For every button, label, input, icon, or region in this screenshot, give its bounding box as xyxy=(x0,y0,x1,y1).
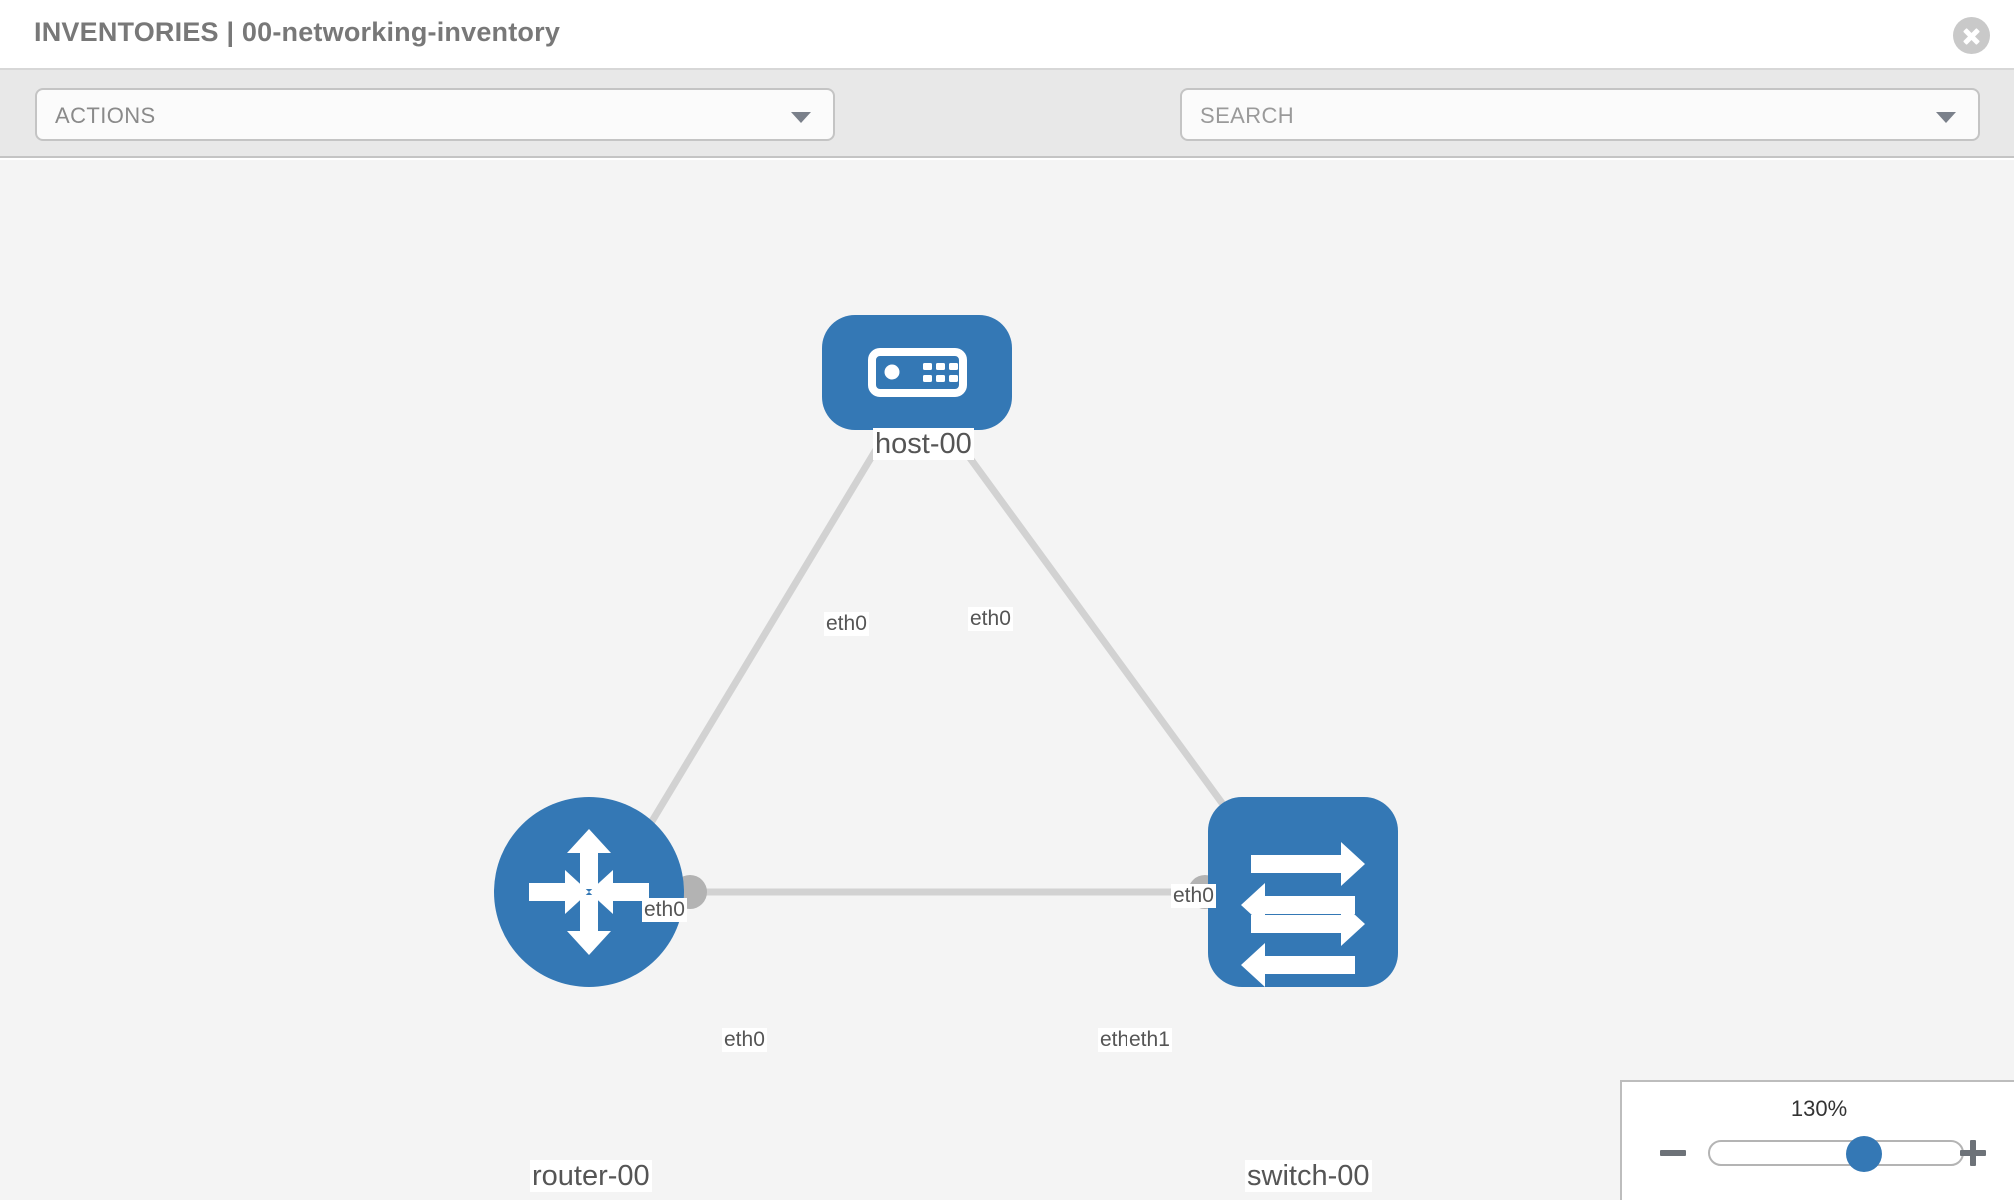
link-host00-router00[interactable] xyxy=(622,426,892,868)
router-arrows-icon xyxy=(529,829,649,955)
link-group xyxy=(622,425,1271,896)
zoom-level-label: 130% xyxy=(1790,1096,1848,1121)
toolbar: ACTIONS SEARCH xyxy=(0,70,2014,200)
node-router-00[interactable] xyxy=(494,797,684,987)
node-host-00[interactable] xyxy=(822,315,1012,430)
iface-label-host00-to-switch00[interactable]: eth0 xyxy=(968,607,1013,632)
chevron-down-icon xyxy=(1936,112,1956,123)
actions-dropdown[interactable]: ACTIONS xyxy=(35,88,835,141)
iface-label-switch00-to-host00[interactable]: eth0 xyxy=(1171,884,1216,909)
iface-label-router00-to-switch00[interactable]: eth0 xyxy=(722,1028,767,1053)
node-label-router-00[interactable]: router-00 xyxy=(530,1160,652,1193)
link-host00-switch00[interactable] xyxy=(945,425,1271,869)
iface-label-switch00-to-router00[interactable]: eth1 xyxy=(1127,1028,1172,1053)
zoom-control-panel: 130% xyxy=(1620,1080,2014,1200)
chevron-down-icon xyxy=(791,112,811,123)
page-title: INVENTORIES | 00-networking-inventory xyxy=(34,17,561,47)
search-input-value: SEARCH xyxy=(1200,103,1295,128)
iface-label-switch00-overlap[interactable]: eth xyxy=(1098,1028,1132,1053)
node-label-host-00[interactable]: host-00 xyxy=(873,428,974,461)
topology-graph xyxy=(494,315,1398,987)
node-label-switch-00[interactable]: switch-00 xyxy=(1245,1160,1372,1193)
page-header: INVENTORIES | 00-networking-inventory xyxy=(0,0,2014,70)
topology-canvas[interactable]: host-00 router-00 switch-00 eth0 eth0 et… xyxy=(0,160,2014,1200)
server-icon xyxy=(868,348,967,397)
zoom-out-icon[interactable] xyxy=(1658,1138,1688,1168)
close-icon[interactable] xyxy=(1953,17,1990,54)
zoom-slider-track[interactable] xyxy=(1708,1136,1964,1172)
zoom-slider-thumb[interactable] xyxy=(1845,1136,1882,1172)
iface-label-host00-to-router00[interactable]: eth0 xyxy=(824,612,869,637)
search-input[interactable]: SEARCH xyxy=(1180,88,1980,141)
zoom-in-icon[interactable] xyxy=(1958,1138,1988,1168)
actions-dropdown-label: ACTIONS xyxy=(55,103,156,128)
connector-group xyxy=(673,411,1254,909)
iface-label-router00-to-host00[interactable]: eth0 xyxy=(642,898,687,923)
switch-arrows-icon xyxy=(1241,842,1365,987)
node-switch-00[interactable] xyxy=(1208,797,1398,987)
